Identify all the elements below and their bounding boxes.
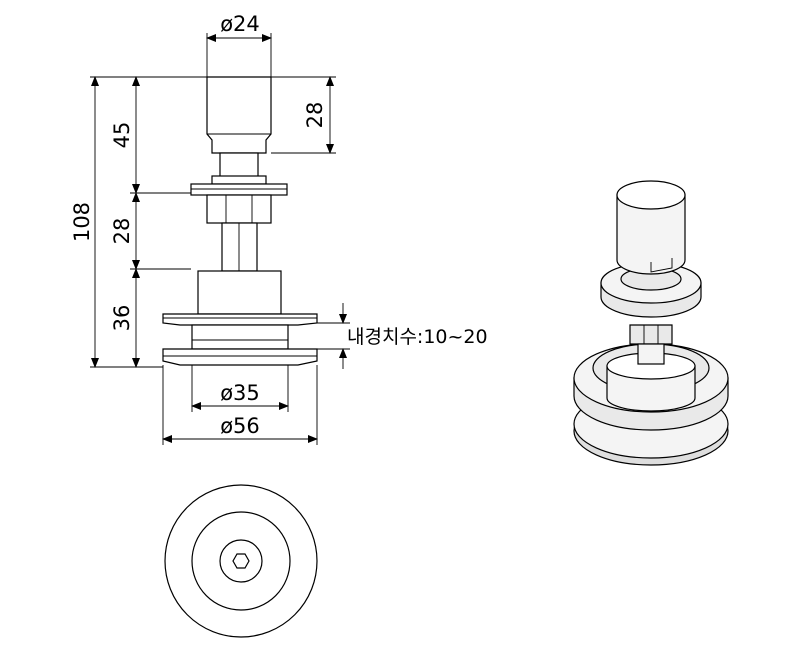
dim-base-outer-diameter: ø56	[220, 414, 260, 438]
dim-middle-length: 28	[110, 218, 134, 245]
dim-base-inner-diameter: ø35	[220, 381, 260, 405]
dimension-lines	[90, 33, 350, 445]
dim-top-diameter: ø24	[220, 12, 260, 36]
dim-cap-height: 28	[303, 102, 327, 129]
middle-stem	[221, 222, 258, 272]
dim-total-length: 108	[70, 202, 94, 242]
base-body	[191, 324, 289, 350]
upper-washer	[190, 183, 288, 196]
top-cap	[206, 76, 272, 154]
hex-socket	[232, 553, 250, 569]
bottom-plate	[162, 348, 318, 366]
isometric-render	[573, 180, 729, 466]
upper-block	[197, 270, 282, 315]
dim-lower-length: 36	[110, 305, 134, 332]
bottom-view	[164, 484, 318, 638]
front-elevation-view	[162, 76, 318, 366]
base-flange	[162, 313, 318, 326]
upper-stem	[219, 152, 259, 178]
note-inner-range: 내경치수:10~20	[347, 326, 488, 348]
hex-nut	[206, 194, 272, 224]
dimension-labels: ø24 28 45 28 36 108 ø35 ø56 내경치수:10~20	[70, 12, 488, 438]
dim-upper-length: 45	[110, 122, 134, 149]
